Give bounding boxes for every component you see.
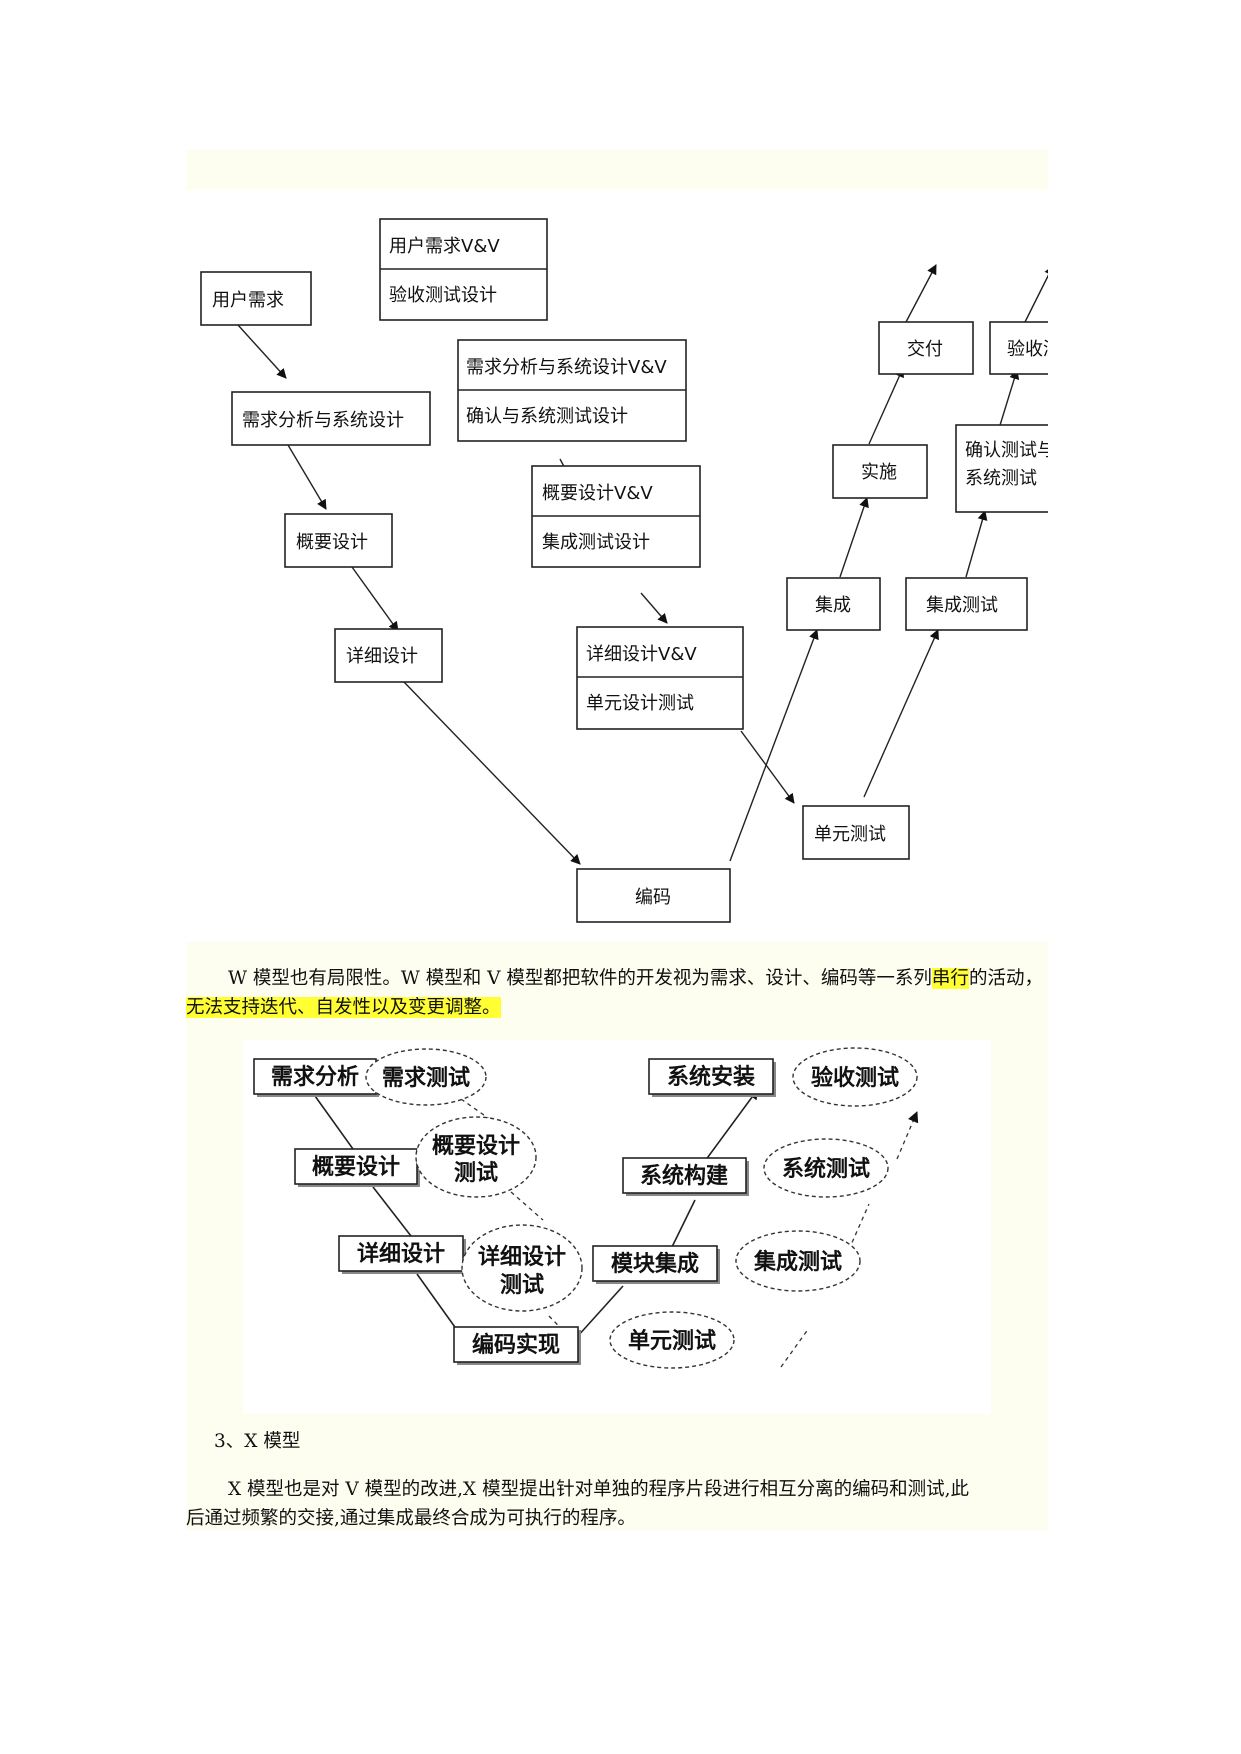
label-detailed-vv-top: 详细设计V&V bbox=[586, 644, 697, 665]
paragraph-w-model-limitations: W 模型也有局限性。W 模型和 V 模型都把软件的开发视为需求、设计、编码等一系… bbox=[186, 964, 1048, 1022]
section-heading-x-model: 3、X 模型 bbox=[214, 1431, 301, 1452]
label-user-req-vv-bottom: 验收测试设计 bbox=[389, 285, 497, 306]
box-user-requirements bbox=[200, 271, 312, 326]
box-outline-design bbox=[294, 1148, 418, 1185]
paragraph-x-model-description: X 模型也是对 V 模型的改进,X 模型提出针对单独的程序片段进行相互分离的编码… bbox=[186, 1475, 1048, 1533]
oval-outline-test bbox=[415, 1116, 537, 1198]
x-model-diagram: 需求分析 概要设计 详细设计 编码实现 模块集成 系统构建 系统安装 需求测试 … bbox=[243, 1040, 991, 1414]
oval-integration-test bbox=[735, 1230, 861, 1292]
box-module-integration bbox=[592, 1245, 718, 1282]
label-detailed-vv-bottom: 单元设计测试 bbox=[586, 693, 694, 714]
label-outline-design: 概要设计 bbox=[312, 1154, 400, 1180]
label-implementation: 实施 bbox=[861, 462, 897, 483]
label-outline-vv-bottom: 集成测试设计 bbox=[542, 532, 650, 553]
box-detailed-vv bbox=[576, 626, 744, 730]
box-system-install bbox=[648, 1058, 774, 1095]
box-delivery bbox=[878, 321, 974, 375]
label-coding-impl: 编码实现 bbox=[472, 1332, 560, 1358]
paragraph1-part-a: W 模型也有局限性。W 模型和 V 模型都把软件的开发视为需求、设计、编码等一系… bbox=[228, 968, 932, 989]
paragraph2-line2: 后通过频繁的交接,通过集成最终合成为可执行的程序。 bbox=[186, 1508, 636, 1529]
label-delivery: 交付 bbox=[907, 339, 943, 360]
oval-acceptance-test bbox=[792, 1047, 918, 1107]
label-req-analysis: 需求分析 bbox=[271, 1064, 359, 1090]
label-system-test: 系统测试 bbox=[782, 1156, 870, 1182]
label-acceptance-test: 验收测试 bbox=[811, 1065, 899, 1091]
label-module-integration: 模块集成 bbox=[611, 1251, 699, 1277]
label-outline-test-line1: 概要设计 bbox=[432, 1133, 520, 1159]
label-coding: 编码 bbox=[635, 887, 671, 908]
box-unit-test bbox=[802, 805, 910, 860]
label-detailed-test-line1: 详细设计 bbox=[478, 1244, 566, 1270]
label-req-analysis-vv-top: 需求分析与系统设计V&V bbox=[466, 357, 667, 378]
label-detailed-design: 详细设计 bbox=[346, 646, 418, 667]
box-detailed-design bbox=[338, 1235, 464, 1272]
box-integration-test bbox=[905, 577, 1028, 631]
label-req-analysis-vv-bottom: 确认与系统测试设计 bbox=[466, 406, 628, 427]
label-system-build: 系统构建 bbox=[640, 1163, 728, 1189]
label-acceptance-test: 验收测试 bbox=[1007, 339, 1048, 360]
box-system-build bbox=[622, 1157, 747, 1194]
box-confirm-sys-test bbox=[955, 424, 1048, 513]
label-user-req-vv-top: 用户需求V&V bbox=[389, 236, 500, 257]
label-outline-test-line2: 测试 bbox=[454, 1160, 498, 1186]
box-coding-impl bbox=[453, 1326, 579, 1363]
box-outline-design bbox=[284, 513, 393, 568]
label-detailed-design: 详细设计 bbox=[357, 1241, 445, 1267]
label-unit-test: 单元测试 bbox=[814, 824, 886, 845]
oval-detailed-test bbox=[461, 1224, 583, 1312]
box-req-analysis-sys-design bbox=[231, 391, 431, 446]
oval-req-test bbox=[365, 1048, 487, 1106]
label-confirm-sys-test-line1: 确认测试与 bbox=[965, 440, 1048, 461]
label-unit-test: 单元测试 bbox=[628, 1328, 716, 1354]
oval-unit-test bbox=[609, 1311, 735, 1369]
box-coding bbox=[576, 868, 731, 923]
box-implementation bbox=[832, 444, 928, 499]
label-integration: 集成 bbox=[815, 595, 851, 616]
box-req-analysis bbox=[253, 1058, 377, 1095]
label-detailed-test-line2: 测试 bbox=[500, 1272, 544, 1298]
label-confirm-sys-test-line2: 系统测试 bbox=[965, 468, 1037, 489]
label-system-install: 系统安装 bbox=[667, 1064, 755, 1090]
oval-system-test bbox=[763, 1138, 889, 1198]
box-acceptance-test bbox=[989, 321, 1048, 375]
paragraph2-line1: X 模型也是对 V 模型的改进,X 模型提出针对单独的程序片段进行相互分离的编码… bbox=[228, 1479, 969, 1500]
label-integration-test: 集成测试 bbox=[926, 595, 998, 616]
label-outline-vv-top: 概要设计V&V bbox=[542, 483, 653, 504]
box-detailed-design bbox=[334, 628, 443, 683]
highlight-serial: 串行 bbox=[931, 968, 969, 989]
label-req-test: 需求测试 bbox=[382, 1065, 470, 1091]
label-integration-test: 集成测试 bbox=[753, 1249, 842, 1275]
w-model-diagram: 用户需求 需求分析与系统设计 概要设计 详细设计 编码 用户需求V&V 验收测试… bbox=[186, 190, 1048, 942]
box-integration bbox=[786, 577, 881, 631]
highlight-no-iteration: 无法支持迭代、自发性以及变更调整。 bbox=[186, 997, 501, 1018]
paragraph1-part-b: 的活动， bbox=[968, 968, 1043, 989]
label-user-requirements: 用户需求 bbox=[212, 290, 284, 311]
label-req-analysis-sys-design: 需求分析与系统设计 bbox=[242, 410, 404, 431]
label-outline-design: 概要设计 bbox=[296, 532, 368, 553]
